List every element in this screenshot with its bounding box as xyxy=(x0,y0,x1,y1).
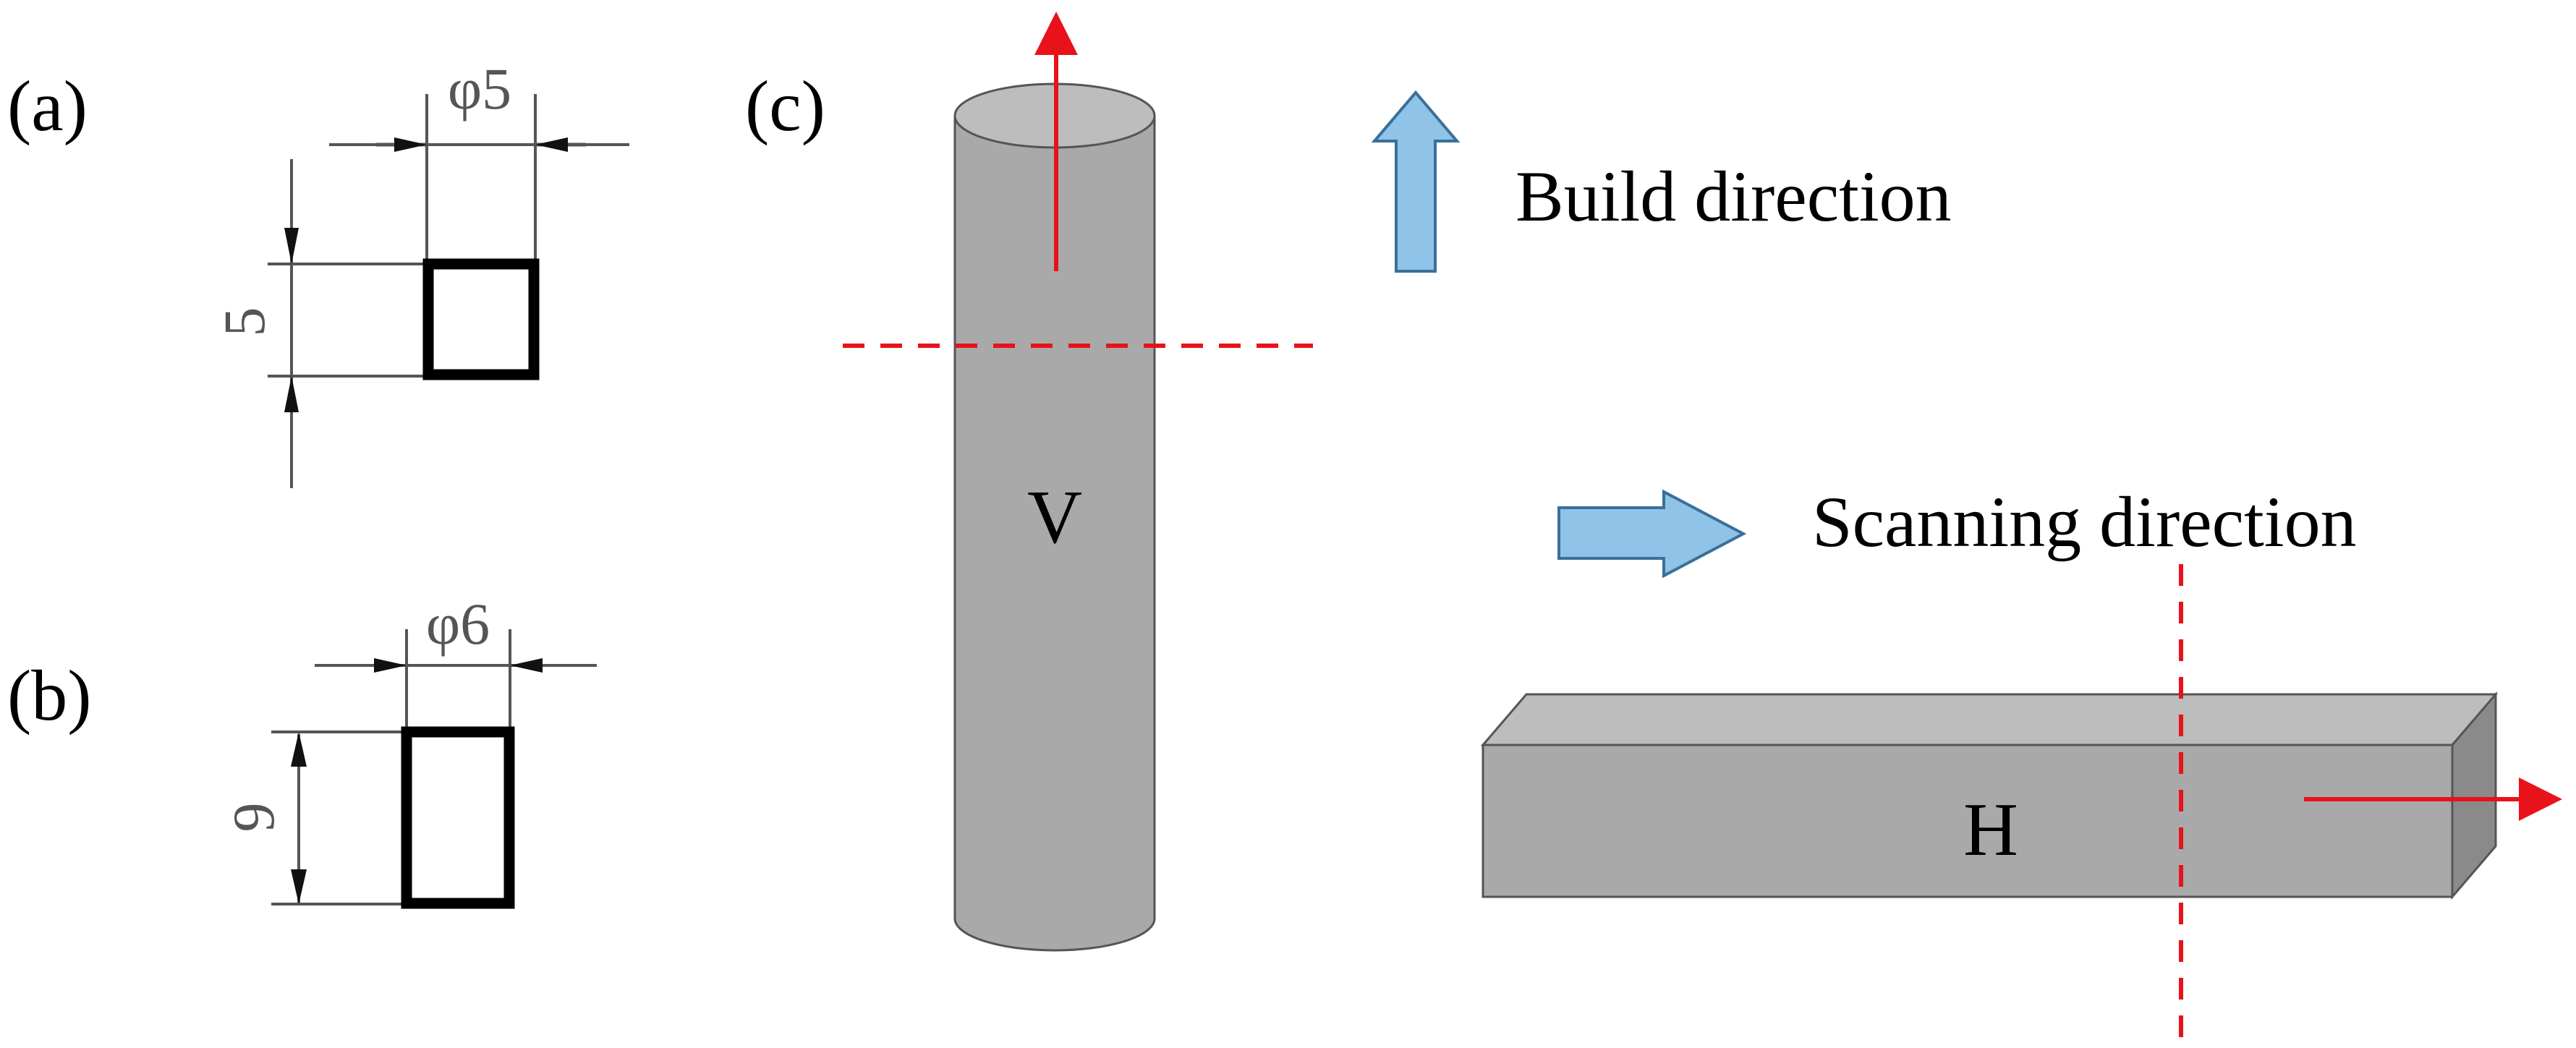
panel-a-height-arrowhead-top xyxy=(284,228,299,264)
panel-c: (c) V Build direction Scanning direction… xyxy=(745,12,2562,1041)
panel-b-height-arrowhead-top xyxy=(291,732,307,767)
panel-b-height-dimension xyxy=(271,730,405,906)
panel-a-height-arrowhead-bottom xyxy=(284,376,299,412)
panel-b-height-label: 9 xyxy=(221,803,286,832)
panel-b-rectangle-cross-section xyxy=(401,726,515,909)
panel-a-label: (a) xyxy=(7,66,88,146)
vertical-sample-label: V xyxy=(1027,474,1082,559)
scanning-direction-arrow xyxy=(1557,489,1747,579)
panel-b-width-dimension xyxy=(315,629,597,727)
build-direction-label: Build direction xyxy=(1516,156,1952,237)
panel-b-width-arrowhead-right xyxy=(510,658,543,673)
panel-a-height-dimension xyxy=(268,159,434,488)
panel-c-label: (c) xyxy=(745,66,825,146)
build-direction-arrow xyxy=(1371,90,1461,273)
panel-a-width-arrowhead-right xyxy=(535,137,568,152)
panel-b-height-arrowhead-bottom xyxy=(291,869,307,904)
panel-b-width-label: φ6 xyxy=(426,591,490,657)
bar-front-face xyxy=(1482,744,2454,898)
panel-b: (b) φ6 9 xyxy=(7,591,597,909)
panel-a-width-label: φ5 xyxy=(448,56,511,122)
cylinder-body xyxy=(953,114,1156,952)
panel-b-label: (b) xyxy=(7,655,92,736)
horizontal-bar-sample: H xyxy=(1480,691,2499,900)
panel-b-width-arrowhead-left xyxy=(374,658,407,673)
panel-a-height-label: 5 xyxy=(211,307,277,337)
panel-a-square-cross-section xyxy=(422,258,540,380)
scanning-direction-label: Scanning direction xyxy=(1812,482,2357,562)
vertical-cylinder-sample: V xyxy=(953,82,1156,952)
panel-a-width-arrowhead-left xyxy=(394,137,427,152)
panel-a: (a) φ5 5 xyxy=(7,56,629,488)
horizontal-sample-label: H xyxy=(1963,787,2018,872)
bar-top-face xyxy=(1480,693,2499,746)
